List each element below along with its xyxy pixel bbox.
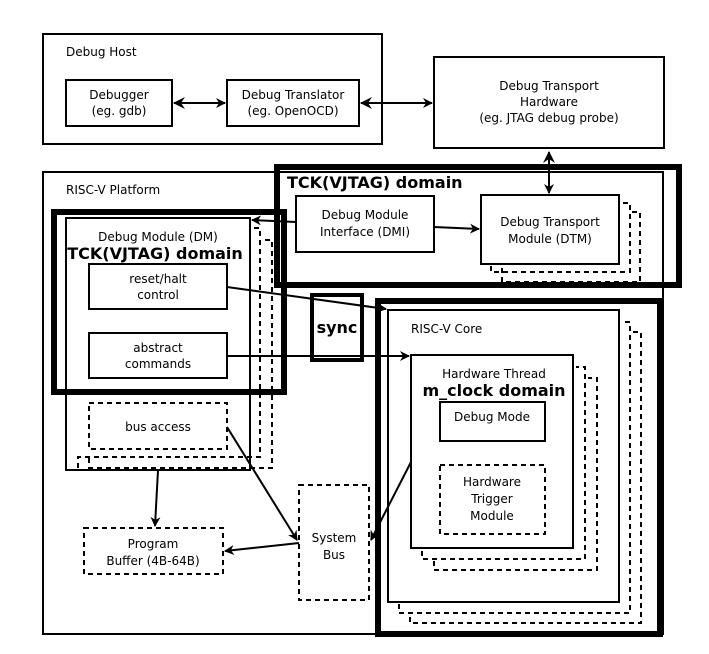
- debug-translator-line2: (eg. OpenOCD): [247, 104, 338, 118]
- program-buffer-line2: Buffer (4B-64B): [106, 554, 199, 568]
- debug-transport-hw-line2: Hardware: [520, 95, 578, 109]
- sync-label: sync: [317, 318, 358, 337]
- reset-halt-line1: reset/halt: [129, 272, 187, 286]
- arrow-dm-program-buffer: [150, 469, 161, 527]
- dtm-line2: Module (DTM): [508, 232, 592, 246]
- dtm-shadow-1: [490, 202, 631, 273]
- debugger-line1: Debugger: [89, 88, 148, 102]
- core-shadow-1: [398, 321, 631, 614]
- system-bus-line2: Bus: [323, 548, 345, 562]
- m-clock-domain-boundary: [375, 298, 663, 637]
- dmi-line1: Debug Module: [322, 208, 409, 222]
- thread-domain-label: m_clock domain: [422, 381, 565, 400]
- sync-box: [310, 293, 364, 362]
- debugger-line2: (eg. gdb): [92, 104, 147, 118]
- debug-host-box: [42, 33, 383, 145]
- debug-transport-hw-box: [433, 56, 665, 149]
- program-buffer-box: [83, 527, 224, 575]
- dmi-line2: Interface (DMI): [320, 225, 410, 239]
- core-shadow-2: [409, 331, 642, 624]
- dtm-box: [480, 194, 620, 265]
- abstract-commands-box: [88, 332, 228, 379]
- debugger-box: [65, 79, 173, 127]
- dmi-box: [295, 195, 435, 253]
- bus-access-box: [88, 402, 228, 450]
- dm-shadow-1: [77, 227, 261, 468]
- arrow-system-bus-program-buffer: [224, 542, 300, 556]
- thread-shadow-1: [421, 366, 586, 560]
- hardware-thread-box: [410, 354, 574, 549]
- debug-transport-hw-line3: (eg. JTAG debug probe): [479, 111, 618, 125]
- reset-halt-box: [88, 263, 228, 310]
- hardware-thread-label: Hardware Thread: [442, 367, 546, 381]
- dm-shadow-2: [88, 239, 273, 469]
- tck-domain-dm-boundary: [51, 209, 287, 395]
- dtm-line1: Debug Transport: [500, 215, 600, 229]
- debug-module-label: Debug Module (DM): [98, 230, 218, 244]
- dtm-shadow-2: [501, 211, 641, 283]
- hardware-trigger-box: [439, 464, 546, 535]
- risc-v-core-box: [387, 309, 620, 603]
- abstract-commands-line1: abstract: [133, 341, 183, 355]
- debug-mode-label: Debug Mode: [454, 410, 530, 424]
- system-bus-line1: System: [312, 531, 357, 545]
- tck-domain-top-boundary: [274, 164, 682, 288]
- hardware-trigger-line3: Module: [470, 509, 514, 523]
- arrow-reset-halt-core: [226, 286, 387, 313]
- debug-translator-line1: Debug Translator: [242, 88, 345, 102]
- debug-host-label: Debug Host: [66, 45, 137, 59]
- dm-domain-label: TCK(VJTAG) domain: [67, 244, 243, 263]
- system-bus-box: [298, 484, 370, 601]
- thread-shadow-2: [433, 377, 598, 571]
- arrow-bus-access-system-bus: [226, 426, 298, 541]
- program-buffer-line1: Program: [128, 537, 179, 551]
- platform-label: RISC-V Platform: [66, 183, 160, 197]
- reset-halt-line2: control: [137, 288, 179, 302]
- debug-mode-box: [439, 401, 546, 442]
- tck-domain-top-label: TCK(VJTAG) domain: [287, 173, 463, 192]
- risc-v-core-label: RISC-V Core: [411, 322, 482, 336]
- arrow-dmi-dtm: [433, 223, 480, 234]
- hardware-trigger-line2: Trigger: [470, 492, 512, 506]
- abstract-commands-line2: commands: [125, 357, 191, 371]
- hardware-trigger-line1: Hardware: [463, 475, 521, 489]
- debug-transport-hw-line1: Debug Transport: [499, 79, 599, 93]
- bus-access-label: bus access: [125, 420, 191, 434]
- debug-translator-box: [226, 79, 360, 127]
